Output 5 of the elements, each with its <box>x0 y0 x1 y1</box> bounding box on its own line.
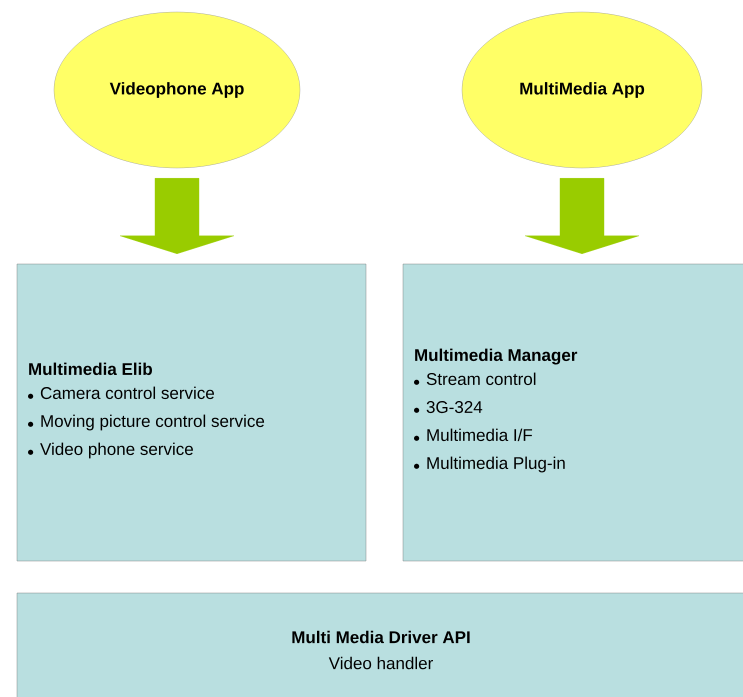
block-arrow <box>120 178 234 254</box>
module-box: Multimedia Manager Stream control 3G-324 Multimedia I/F Multimedia Plug-in <box>402 264 743 562</box>
block-arrow <box>524 178 640 254</box>
module-box: Multimedia Elib Camera control service Moving picture control service Video phone service <box>16 264 366 562</box>
driver-box: Multi Media Driver API Video handler <box>16 592 743 697</box>
